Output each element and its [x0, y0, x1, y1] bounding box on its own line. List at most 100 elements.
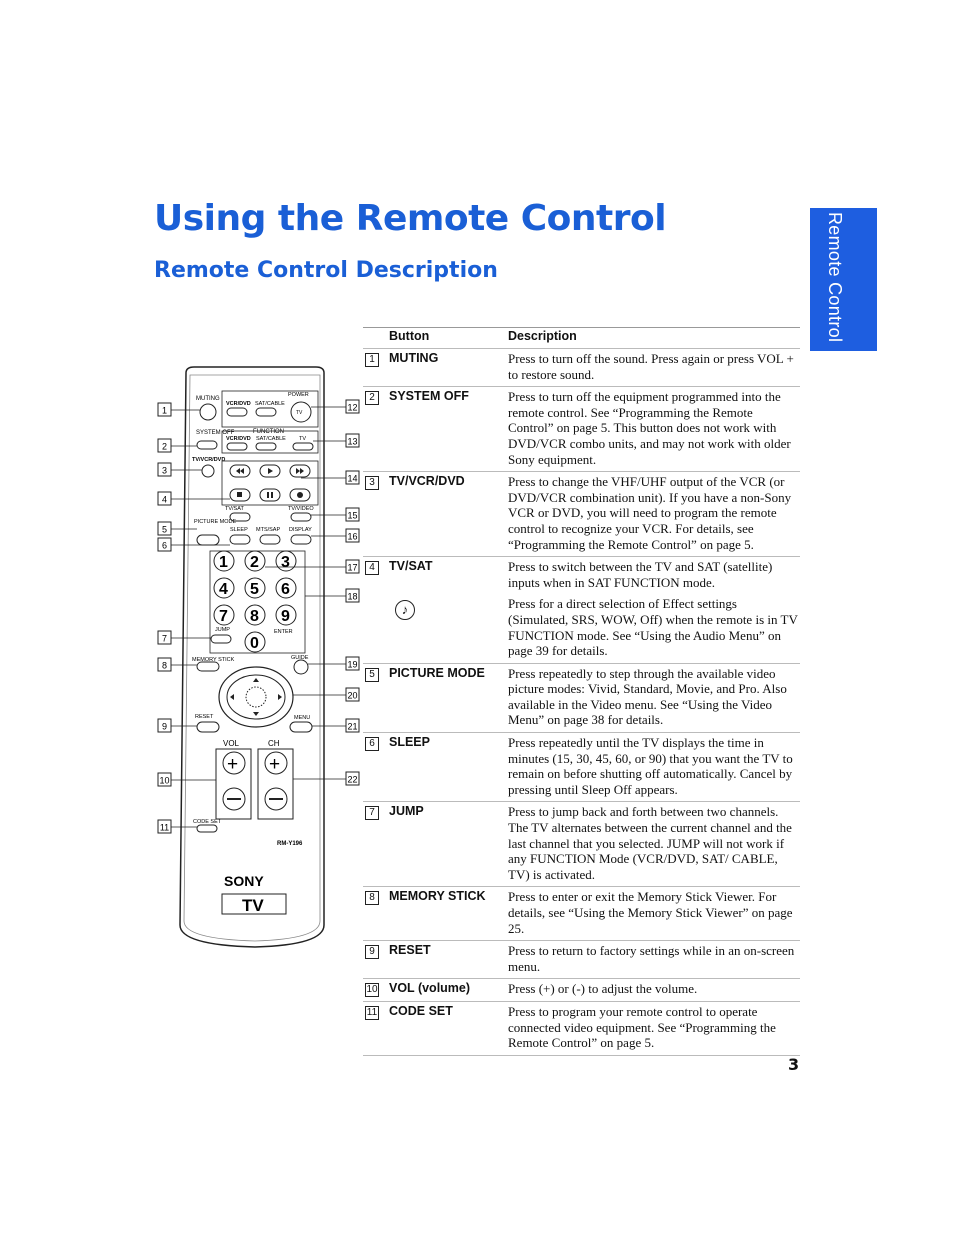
digit-key[interactable]: [244, 631, 266, 653]
remote-tvvcrdvd-label: TV/VCR/DVD: [192, 457, 225, 463]
tv-vcr-dvd-button[interactable]: [201, 464, 215, 478]
remote-sleep-label: SLEEP: [230, 527, 248, 533]
row-button-name: SYSTEM OFF: [389, 389, 469, 404]
digit-key-label: 1: [219, 554, 228, 571]
callout-box: [345, 433, 360, 448]
remote-brand-logo: SONY: [224, 873, 264, 889]
callout-number: 8: [162, 661, 167, 671]
sleep-button[interactable]: [229, 534, 251, 545]
row-button-name: TV/VCR/DVD: [389, 474, 465, 489]
transport-keys[interactable]: [229, 464, 311, 502]
callout-box: [157, 718, 172, 733]
callout-box: [345, 399, 360, 414]
callout-box: [157, 402, 172, 417]
callout-box: [157, 772, 172, 787]
callout-number: 1: [162, 406, 167, 416]
digit-key-label: 0: [250, 635, 259, 652]
digit-key[interactable]: [244, 604, 266, 626]
function-tv-button[interactable]: [292, 442, 314, 451]
tv-power-button[interactable]: [290, 401, 312, 423]
menu-button[interactable]: [289, 721, 313, 733]
callout-number: 15: [347, 511, 357, 521]
col-description-header: Description: [508, 329, 577, 343]
callout-number: 18: [347, 592, 357, 602]
jump-button[interactable]: [210, 634, 232, 644]
digit-key-label: 3: [281, 554, 290, 571]
callout-number: 14: [347, 474, 357, 484]
joystick[interactable]: [218, 666, 294, 728]
remote-power-label: POWER: [288, 392, 309, 398]
row-button-name: CODE SET: [389, 1003, 453, 1018]
digit-key[interactable]: [213, 577, 235, 599]
callout-number: 21: [347, 722, 357, 732]
picture-mode-button[interactable]: [196, 534, 220, 546]
digit-key-label: 2: [250, 554, 259, 571]
remote-display-label: DISPLAY: [289, 527, 312, 533]
sat-cable-power-button[interactable]: [255, 407, 277, 417]
row-button-name: MUTING: [389, 351, 439, 365]
display-button[interactable]: [290, 534, 312, 545]
volume-rocker[interactable]: +: [222, 751, 246, 811]
remote-jump-label: JUMP: [215, 627, 230, 633]
remote-codeset-label: CODE SET: [193, 819, 222, 825]
remote-brand-tv: TV: [242, 896, 264, 915]
reset-button[interactable]: [196, 721, 220, 733]
remote-picturemode-label: PICTURE MODE: [194, 519, 237, 525]
guide-button[interactable]: [293, 659, 309, 675]
digit-key[interactable]: [213, 550, 235, 572]
callout-number: 16: [347, 532, 357, 542]
callout-number: 11: [160, 823, 169, 833]
remote-tvvideo-label: TV/VIDEO: [288, 506, 314, 512]
row-number: 4: [365, 561, 379, 576]
svg-text:+: +: [269, 754, 280, 775]
callout-box: [345, 470, 360, 485]
callout-box: [157, 630, 172, 645]
system-off-button[interactable]: [196, 440, 218, 450]
remote-ch-label: CH: [268, 739, 280, 748]
function-vcrdvd-button[interactable]: [226, 442, 248, 451]
digit-key[interactable]: [244, 577, 266, 599]
remote-satcable-label: SAT/CABLE: [255, 401, 285, 407]
table-header: Button Description: [363, 327, 800, 348]
remote-model-label: RM-Y196: [277, 841, 303, 847]
row-description: Press (+) or (-) to adjust the volume.: [508, 981, 698, 997]
row-button-name: MEMORY STICK: [389, 889, 486, 904]
digit-key[interactable]: [275, 577, 297, 599]
memory-stick-button[interactable]: [196, 661, 220, 672]
channel-rocker[interactable]: +: [264, 751, 288, 811]
callout-number: 9: [162, 722, 167, 732]
mts-sap-button[interactable]: [259, 534, 281, 545]
digit-key[interactable]: [244, 550, 266, 572]
col-button-header: Button: [389, 329, 430, 343]
remote-memorystick-label: MEMORY STICK: [192, 657, 235, 663]
tv-video-button[interactable]: [290, 512, 312, 522]
row-description: Press to return to factory settings whil…: [508, 943, 795, 974]
callout-number: 19: [347, 660, 357, 670]
function-satcable-button[interactable]: [255, 442, 277, 451]
row-number: 9: [365, 945, 379, 960]
row-number: 10: [365, 983, 379, 998]
vcr-dvd-power-button[interactable]: [226, 407, 248, 417]
callout-number: 3: [162, 466, 167, 476]
row-description: Press to enter or exit the Memory Stick …: [508, 889, 793, 936]
remote-vol-label: VOL: [223, 739, 240, 748]
digit-key[interactable]: [275, 550, 297, 572]
remote-function-tv: TV: [299, 436, 306, 442]
digit-key[interactable]: [275, 604, 297, 626]
side-tab[interactable]: Remote Control: [810, 208, 877, 351]
code-set-button[interactable]: [196, 824, 218, 833]
digit-key[interactable]: [213, 604, 235, 626]
muting-button[interactable]: [199, 403, 217, 421]
row-number: 6: [365, 737, 379, 752]
row-number: 2: [365, 391, 379, 406]
callout-box: [345, 507, 360, 522]
tv-sat-button[interactable]: [229, 512, 251, 522]
remote-enter-label: ENTER: [274, 629, 293, 635]
